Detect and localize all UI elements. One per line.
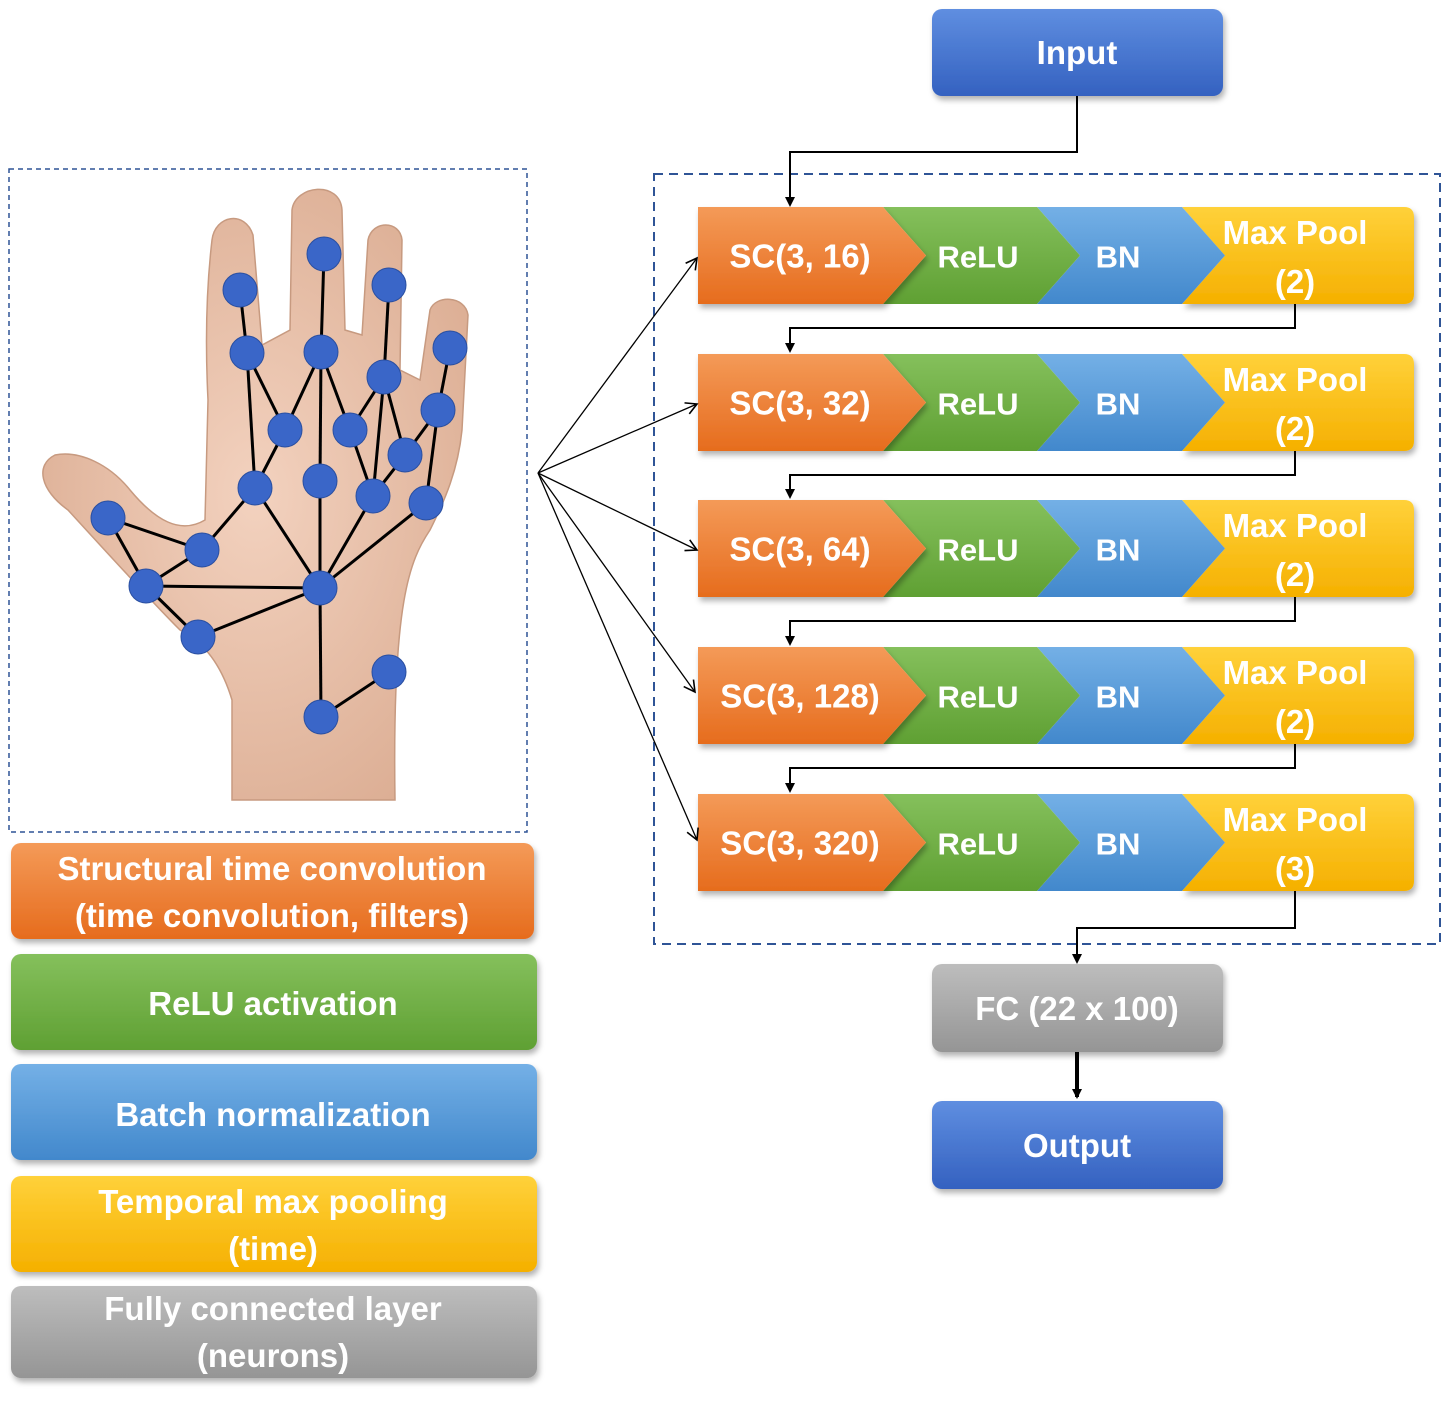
bn-block bbox=[1037, 354, 1225, 451]
relu-label: ReLU bbox=[938, 533, 1019, 568]
input-node: Input bbox=[932, 9, 1223, 96]
pool-label-line1: Max Pool bbox=[1223, 507, 1368, 544]
input-connector bbox=[785, 96, 1078, 207]
bn-label: BN bbox=[1096, 533, 1141, 568]
bn-label: BN bbox=[1096, 680, 1141, 715]
relu-block bbox=[883, 647, 1080, 744]
conv-label: SC(3, 64) bbox=[729, 531, 870, 568]
pool-label-line2: (2) bbox=[1275, 556, 1315, 593]
conv-block bbox=[698, 207, 926, 304]
pool-label-line2: (2) bbox=[1275, 410, 1315, 447]
legend-item-bn: Batch normalization bbox=[11, 1064, 537, 1160]
bn-block bbox=[1037, 794, 1225, 891]
bn-label: BN bbox=[1096, 240, 1141, 275]
relu-label: ReLU bbox=[938, 387, 1019, 422]
bn-block bbox=[1037, 207, 1225, 304]
pool-block bbox=[1182, 794, 1414, 891]
legend-conv-line2: (time convolution, filters) bbox=[75, 897, 469, 934]
output-node: Output bbox=[932, 1101, 1223, 1189]
fc-node: FC (22 x 100) bbox=[932, 964, 1223, 1052]
relu-block bbox=[883, 500, 1080, 597]
legend-item-conv: Structural time convolution (time convol… bbox=[11, 843, 534, 939]
stage-connector bbox=[785, 744, 1296, 793]
conv-label: SC(3, 128) bbox=[720, 678, 880, 715]
conv-label: SC(3, 320) bbox=[720, 825, 880, 862]
stage-connector bbox=[785, 304, 1296, 353]
legend-relu-line1: ReLU activation bbox=[148, 985, 397, 1022]
conv-stages: SC(3, 16) ReLU BN Max Pool (2) SC(3, 32) ReLU B… bbox=[698, 207, 1414, 891]
fan-arrow bbox=[537, 472, 696, 694]
stage-to-fc-connector bbox=[1072, 891, 1296, 964]
pool-block bbox=[1182, 500, 1414, 597]
stage-connector bbox=[785, 451, 1296, 499]
stage-1: SC(3, 16) ReLU BN Max Pool (2) bbox=[698, 207, 1414, 353]
bn-label: BN bbox=[1096, 827, 1141, 862]
bn-block bbox=[1037, 500, 1225, 597]
legend-fc-line1: Fully connected layer bbox=[104, 1290, 442, 1327]
pool-label-line2: (2) bbox=[1275, 263, 1315, 300]
input-label: Input bbox=[1037, 34, 1118, 71]
legend-item-fc: Fully connected layer (neurons) bbox=[11, 1286, 537, 1378]
pool-label-line1: Max Pool bbox=[1223, 654, 1368, 691]
pool-label-line1: Max Pool bbox=[1223, 801, 1368, 838]
legend-pool-line1: Temporal max pooling bbox=[98, 1183, 448, 1220]
stage-connector bbox=[785, 597, 1296, 646]
conv-block bbox=[698, 500, 926, 597]
stage-3: SC(3, 64) ReLU BN Max Pool (2) bbox=[698, 500, 1414, 646]
legend: Structural time convolution (time convol… bbox=[11, 843, 537, 1378]
bn-label: BN bbox=[1096, 387, 1141, 422]
legend-conv-line1: Structural time convolution bbox=[57, 850, 486, 887]
legend-item-relu: ReLU activation bbox=[11, 954, 537, 1050]
stage-2: SC(3, 32) ReLU BN Max Pool (2) bbox=[698, 354, 1414, 499]
conv-label: SC(3, 32) bbox=[729, 385, 870, 422]
conv-block bbox=[698, 354, 926, 451]
legend-item-pool: Temporal max pooling (time) bbox=[11, 1176, 537, 1272]
pool-block bbox=[1182, 207, 1414, 304]
fan-arrow bbox=[537, 472, 699, 842]
hand-skeleton-icon bbox=[42, 188, 469, 801]
relu-label: ReLU bbox=[938, 680, 1019, 715]
legend-pool-line2: (time) bbox=[228, 1230, 318, 1267]
relu-block bbox=[883, 207, 1080, 304]
fc-label: FC (22 x 100) bbox=[975, 990, 1179, 1027]
pool-label-line1: Max Pool bbox=[1223, 361, 1368, 398]
output-label: Output bbox=[1023, 1127, 1131, 1164]
conv-block-border bbox=[653, 173, 1441, 945]
stage-4: SC(3, 128) ReLU BN Max Pool (2) bbox=[698, 647, 1414, 793]
relu-block bbox=[883, 354, 1080, 451]
conv-block bbox=[698, 794, 926, 891]
legend-fc-line2: (neurons) bbox=[197, 1337, 349, 1374]
hand-panel-border bbox=[8, 168, 528, 833]
pool-label-line2: (3) bbox=[1275, 850, 1315, 887]
conv-block bbox=[698, 647, 926, 744]
pool-label-line1: Max Pool bbox=[1223, 214, 1368, 251]
conv-label: SC(3, 16) bbox=[729, 238, 870, 275]
stage-5: SC(3, 320) ReLU BN Max Pool (3) bbox=[698, 794, 1414, 891]
fan-arrow bbox=[537, 402, 699, 474]
bn-block bbox=[1037, 647, 1225, 744]
pool-label-line2: (2) bbox=[1275, 703, 1315, 740]
relu-label: ReLU bbox=[938, 827, 1019, 862]
pool-block bbox=[1182, 354, 1414, 451]
pool-block bbox=[1182, 647, 1414, 744]
legend-bn-line1: Batch normalization bbox=[115, 1096, 430, 1133]
input-fan-arrows bbox=[537, 256, 699, 842]
fan-arrow bbox=[537, 472, 699, 552]
relu-block bbox=[883, 794, 1080, 891]
relu-label: ReLU bbox=[938, 240, 1019, 275]
fan-arrow bbox=[537, 256, 698, 474]
